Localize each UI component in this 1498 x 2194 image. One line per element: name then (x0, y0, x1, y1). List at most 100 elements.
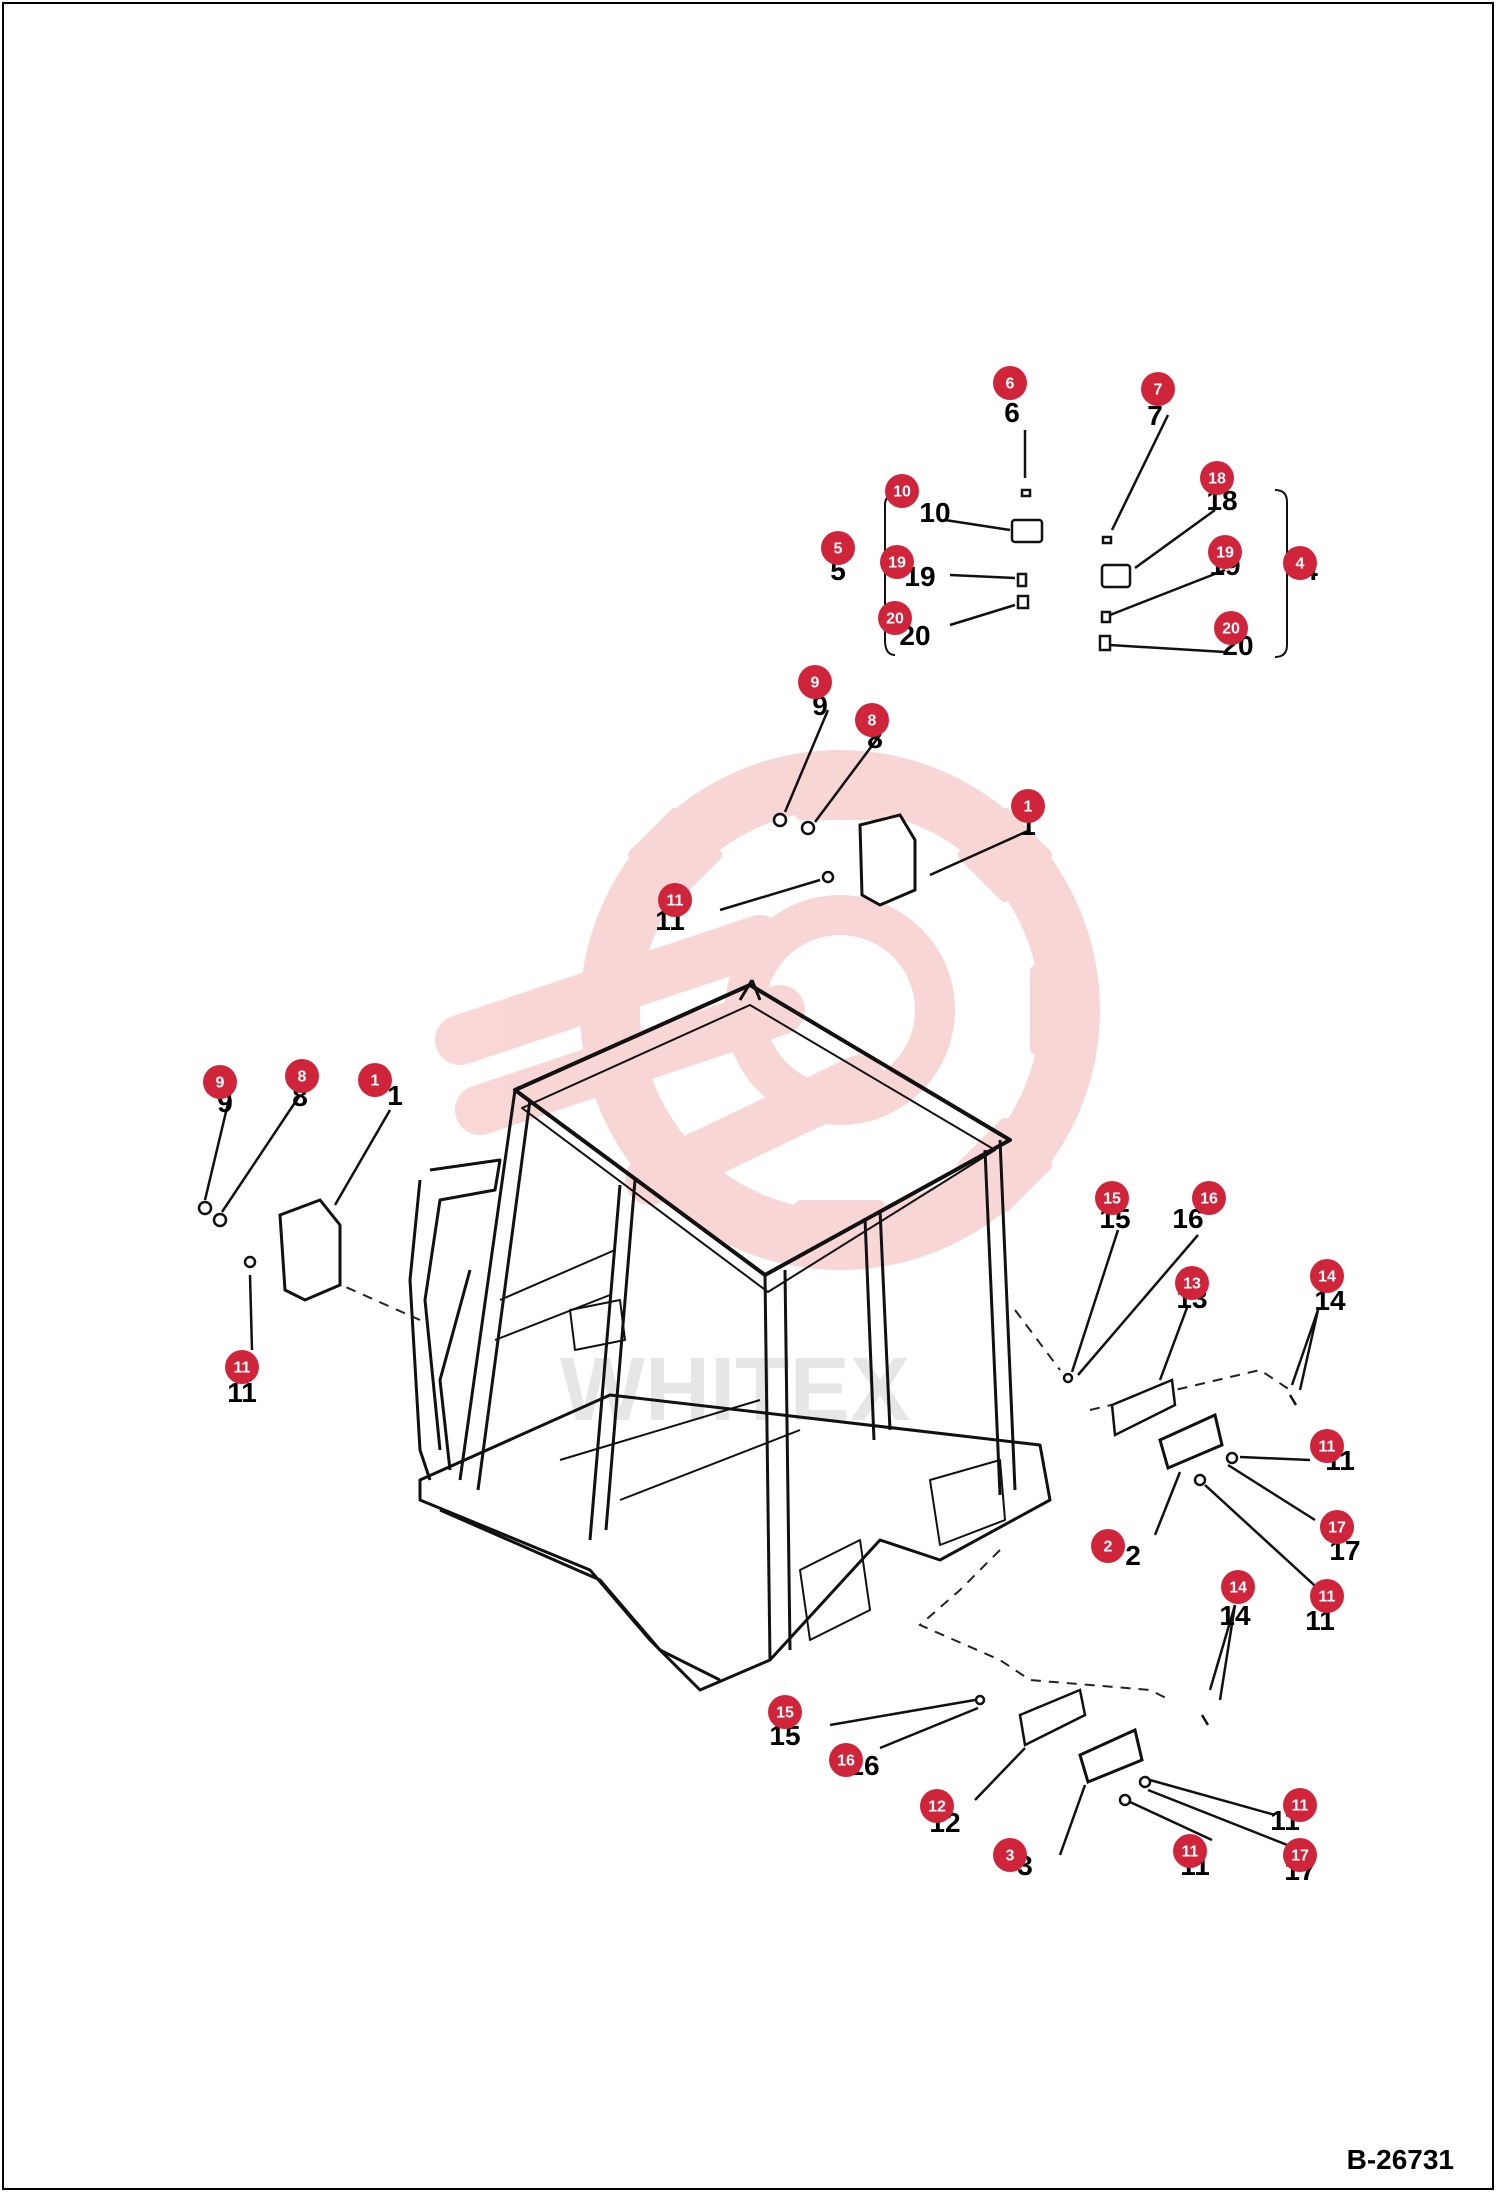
callout-circle (1320, 1510, 1354, 1544)
callout-11: 11 (1310, 1429, 1344, 1463)
callout-circle (285, 1059, 319, 1093)
callout-circle (1175, 1266, 1209, 1300)
callout-circle (1095, 1181, 1129, 1215)
callout-5: 5 (821, 531, 855, 565)
switch-part-18 (1100, 563, 1132, 589)
callout-4: 4 (1283, 546, 1317, 580)
callout-label: 15 (776, 1705, 794, 1722)
callout-circle (1283, 546, 1317, 580)
callout-circle (1310, 1259, 1344, 1293)
callout-label: 11 (234, 1360, 251, 1377)
callout-circle (1200, 461, 1234, 495)
callout-9: 9 (203, 1065, 237, 1099)
leader-lines (203, 414, 1326, 1856)
callout-label: 12 (928, 1799, 946, 1816)
callout-8: 8 (855, 703, 889, 737)
callout-circle (1310, 1429, 1344, 1463)
callout-6: 6 (993, 366, 1027, 400)
callout-label: 11 (1292, 1798, 1309, 1815)
callout-label: 10 (893, 484, 911, 501)
callout-circle (798, 665, 832, 699)
callout-label: 8 (298, 1069, 307, 1086)
callout-label: 19 (888, 555, 906, 572)
callout-circle (358, 1063, 392, 1097)
watermark-inner-ring (725, 895, 955, 1125)
callout-circle (829, 1743, 863, 1777)
callout-11: 11 (225, 1350, 259, 1384)
printed-number-2: 2 (1125, 1540, 1141, 1571)
work-light-rear (858, 813, 917, 907)
callout-circle (1011, 789, 1045, 823)
callout-label: 13 (1183, 1276, 1201, 1293)
callout-20: 20 (1214, 611, 1248, 645)
callout-15: 15 (768, 1695, 802, 1729)
callout-circle (203, 1065, 237, 1099)
callout-label: 18 (1208, 471, 1226, 488)
callout-circle (821, 531, 855, 565)
callout-11: 11 (1283, 1788, 1317, 1822)
callout-12: 12 (920, 1789, 954, 1823)
drawing-number: B-26731 (1346, 2144, 1454, 2175)
callout-19: 19 (880, 545, 914, 579)
callout-label: 15 (1103, 1191, 1121, 1208)
callout-circle (1310, 1579, 1344, 1613)
callout-label: 11 (1319, 1439, 1336, 1456)
callout-1: 1 (358, 1063, 392, 1097)
printed-number-6: 6 (1004, 397, 1020, 428)
callout-circle (1141, 372, 1175, 406)
callout-label: 6 (1006, 376, 1015, 393)
cab-frame-drawing (408, 979, 1052, 1692)
printed-number-14: 14 (1219, 1600, 1251, 1631)
switch-part-10 (1010, 518, 1044, 544)
callout-14: 14 (1221, 1570, 1255, 1604)
callout-9: 9 (798, 665, 832, 699)
callout-14: 14 (1310, 1259, 1344, 1293)
callout-circle (1214, 611, 1248, 645)
callout-label: 9 (811, 675, 820, 692)
callout-8: 8 (285, 1059, 319, 1093)
callout-15: 15 (1095, 1181, 1129, 1215)
callout-label: 17 (1291, 1848, 1309, 1865)
callout-10: 10 (885, 474, 919, 508)
lamp-housing-12 (1018, 1688, 1087, 1747)
printed-number-1: 1 (387, 1080, 403, 1111)
callout-7: 7 (1141, 372, 1175, 406)
callout-label: 11 (1182, 1844, 1199, 1861)
callout-label: 17 (1328, 1520, 1346, 1537)
callout-label: 19 (1216, 545, 1234, 562)
callout-11: 11 (1173, 1834, 1207, 1868)
callout-circle (993, 366, 1027, 400)
callout-circle (920, 1789, 954, 1823)
callout-circle (885, 474, 919, 508)
callout-circle (1283, 1788, 1317, 1822)
callout-label: 4 (1296, 556, 1305, 573)
callout-label: 11 (667, 893, 684, 910)
callout-label: 1 (1024, 799, 1033, 816)
callout-label: 9 (216, 1075, 225, 1092)
callout-16: 16 (1192, 1181, 1226, 1215)
work-light-left (278, 1198, 342, 1302)
callout-label: 14 (1318, 1269, 1336, 1286)
callout-circle (1221, 1570, 1255, 1604)
callout-label: 2 (1104, 1539, 1113, 1556)
callout-19: 19 (1208, 535, 1242, 569)
callout-circle (878, 601, 912, 635)
callout-18: 18 (1200, 461, 1234, 495)
callout-label: 3 (1006, 1848, 1015, 1865)
callout-label: 14 (1229, 1580, 1247, 1597)
callout-label: 20 (886, 611, 904, 628)
callout-3: 3 (993, 1838, 1027, 1872)
callout-16: 16 (829, 1743, 863, 1777)
callout-1: 1 (1011, 789, 1045, 823)
callout-label: 11 (1319, 1589, 1336, 1606)
lamp-3 (1078, 1727, 1144, 1785)
lamp-2 (1158, 1412, 1224, 1471)
callout-17: 17 (1283, 1838, 1317, 1872)
callout-label: 16 (1200, 1191, 1218, 1208)
printed-number-10: 10 (919, 497, 950, 528)
callout-circle (1173, 1834, 1207, 1868)
callout-circle (880, 545, 914, 579)
callout-13: 13 (1175, 1266, 1209, 1300)
